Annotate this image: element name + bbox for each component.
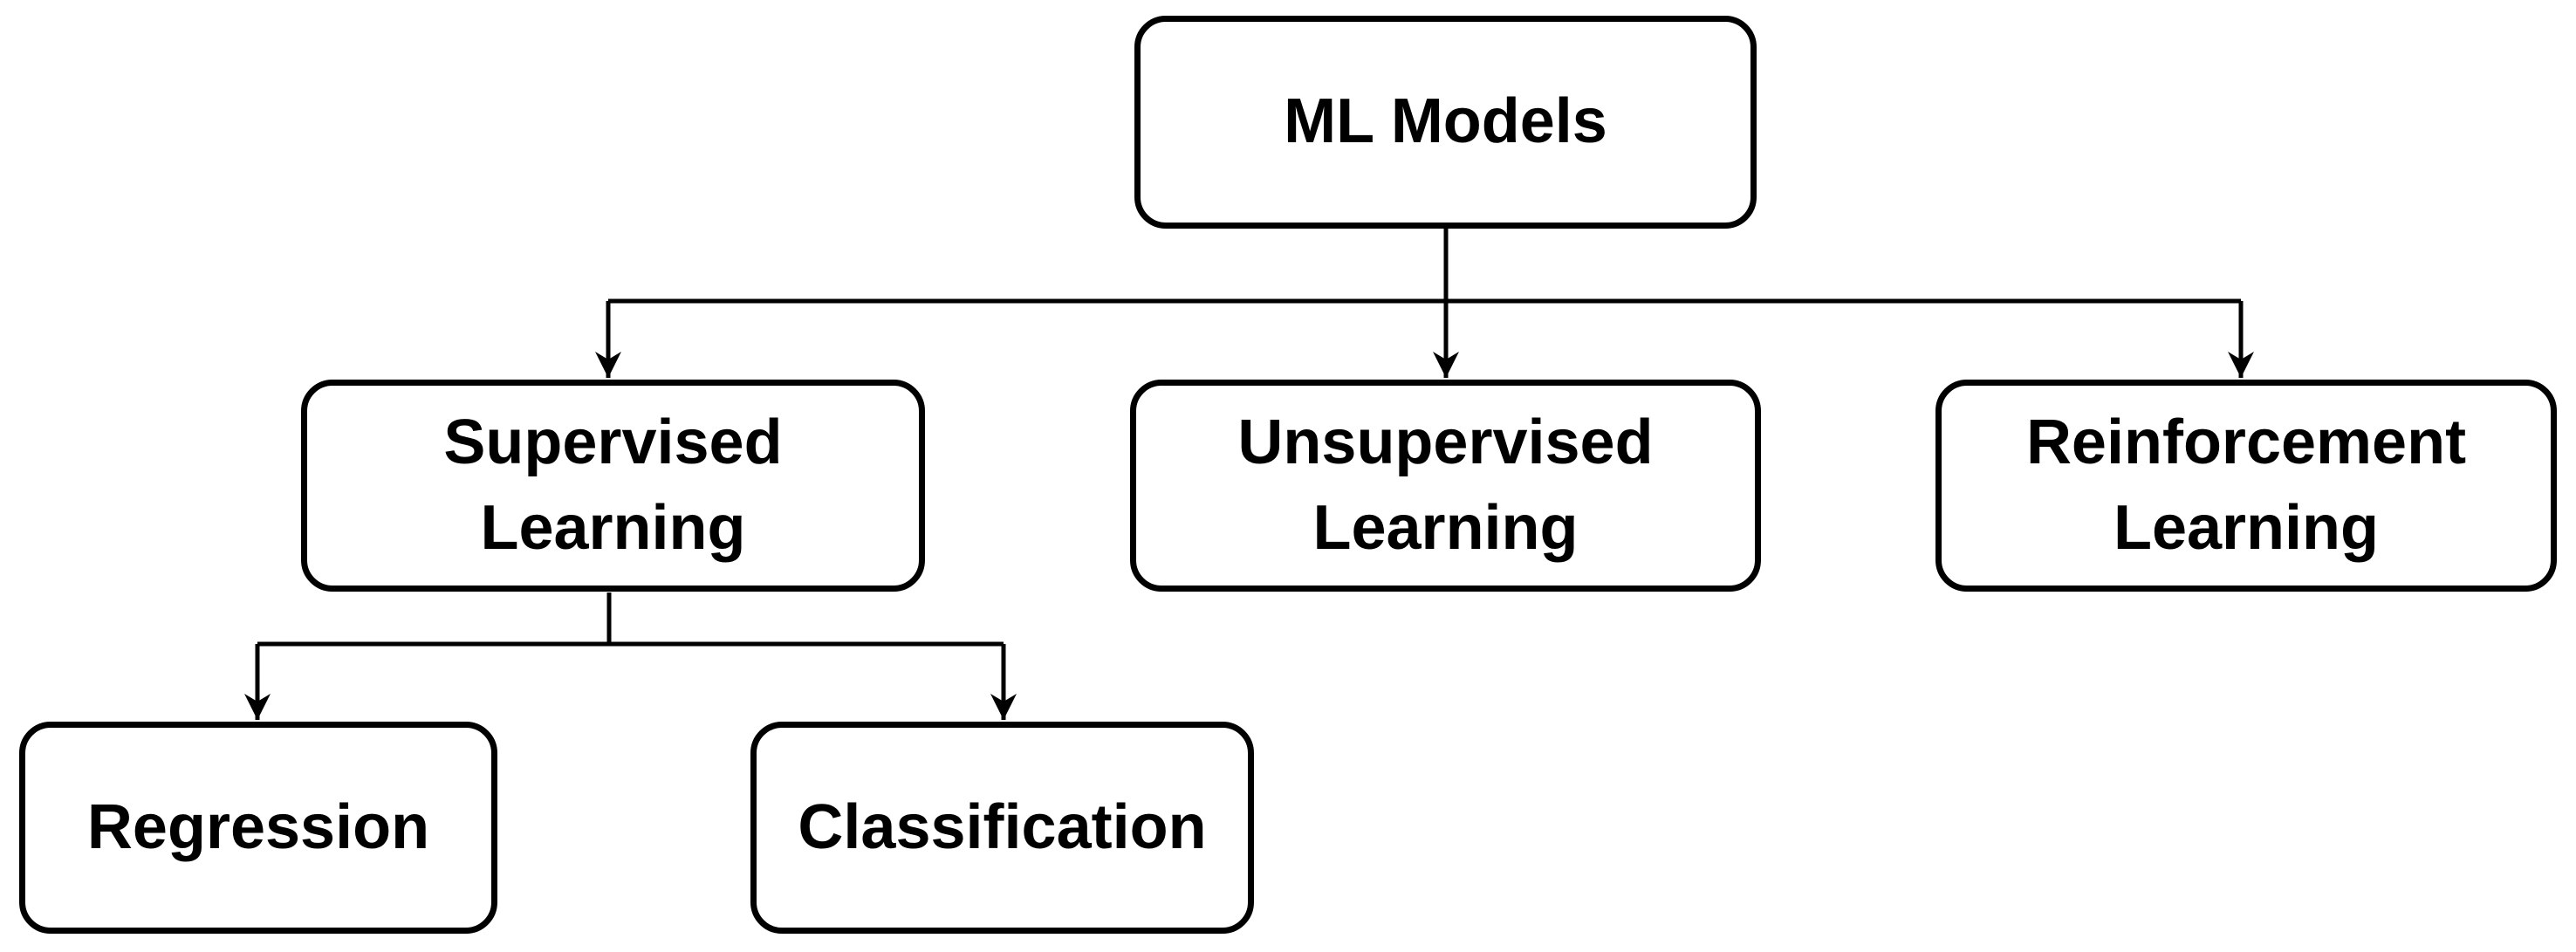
node-unsupervised-learning: Unsupervised Learning <box>1130 380 1761 592</box>
node-reinforcement-line2: Learning <box>2113 492 2379 563</box>
node-regression-label: Regression <box>87 785 429 870</box>
node-classification: Classification <box>750 722 1254 934</box>
node-ml-models: ML Models <box>1134 16 1757 229</box>
node-ml-models-line1: ML Models <box>1284 86 1607 157</box>
node-reinforcement-line1: Reinforcement <box>2025 408 2467 478</box>
node-supervised-line2: Learning <box>480 492 746 563</box>
node-regression: Regression <box>19 722 497 934</box>
node-unsupervised-line2: Learning <box>1312 492 1579 563</box>
node-ml-models-label: ML Models <box>1284 79 1607 164</box>
node-reinforcement-learning: Reinforcement Learning <box>1935 380 2557 592</box>
node-supervised-line1: Supervised <box>443 408 783 478</box>
node-reinforcement-learning-label: Reinforcement Learning <box>2026 401 2466 570</box>
node-classification-label: Classification <box>798 785 1206 870</box>
node-supervised-learning-label: Supervised Learning <box>443 401 782 570</box>
node-unsupervised-learning-label: Unsupervised Learning <box>1237 401 1653 570</box>
node-unsupervised-line1: Unsupervised <box>1237 408 1654 478</box>
node-supervised-learning: Supervised Learning <box>301 380 925 592</box>
node-classification-line1: Classification <box>798 791 1207 862</box>
node-regression-line1: Regression <box>86 791 430 862</box>
